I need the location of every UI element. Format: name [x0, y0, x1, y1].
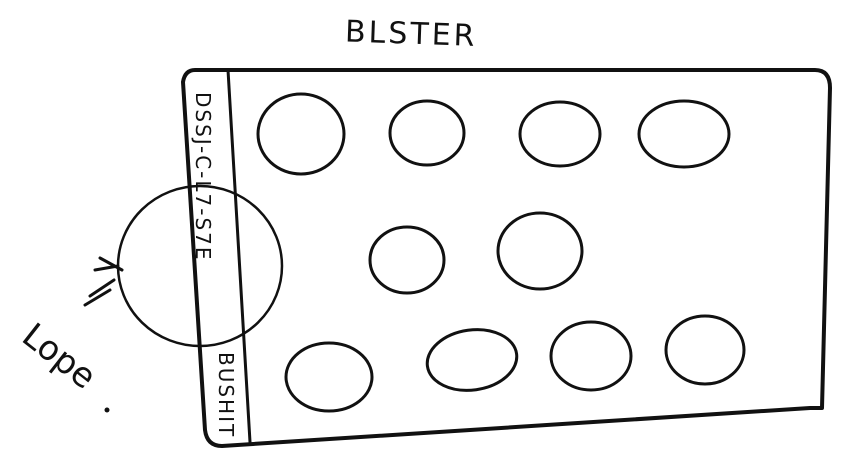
- blister-pocket: [498, 213, 582, 289]
- blister-pocket: [423, 324, 520, 396]
- strip-name-text: BUSHIT: [214, 352, 238, 438]
- side-label: Lope: [14, 316, 103, 398]
- diagram-title: BLSTER: [344, 14, 478, 54]
- blister-pocket: [258, 94, 344, 174]
- pocket-row-3: [286, 316, 744, 411]
- blister-pocket: [551, 322, 631, 390]
- blister-pocket: [370, 227, 444, 293]
- blister-pocket: [639, 101, 729, 167]
- blister-pocket: [390, 101, 464, 165]
- pocket-row-2: [370, 213, 582, 293]
- blister-pocket: [520, 102, 600, 166]
- blister-pocket: [286, 343, 372, 411]
- side-label-dot: [105, 408, 110, 413]
- blister-pocket: [666, 316, 744, 384]
- pocket-row-1: [258, 94, 729, 174]
- strip-code-text: DSSJ-C-L7-S7E: [191, 92, 215, 262]
- blister-card-outline: [183, 70, 830, 446]
- handle-marks: [85, 258, 122, 305]
